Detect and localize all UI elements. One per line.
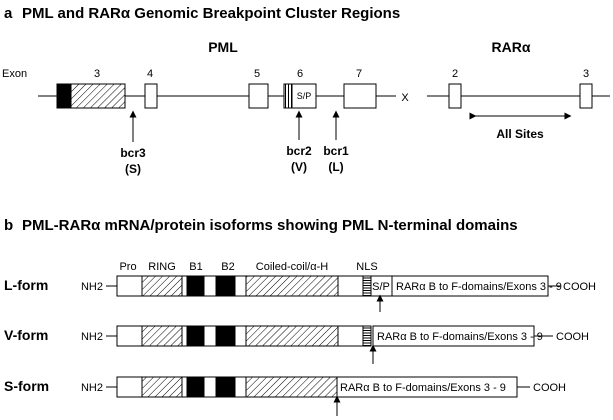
rara-exon-3-label: 3 xyxy=(583,68,589,80)
pml-exon-4 xyxy=(144,83,158,109)
l-form-nls-domain xyxy=(362,275,372,297)
exon-label: Exon xyxy=(2,68,27,80)
bcr1-type-label: (L) xyxy=(328,160,343,174)
gene-rara-label: RARα xyxy=(492,39,531,55)
pml-exon-7-label: 7 xyxy=(356,68,362,80)
l-form-coiled-coil-domain xyxy=(245,275,339,297)
pml-exon-3-hatched-segment xyxy=(70,83,126,109)
s-form-coiled-coil-domain xyxy=(245,376,338,398)
domain-pro-label: Pro xyxy=(119,261,136,273)
v-form-cooh-label: COOH xyxy=(556,331,589,343)
pml-exon-6-stripe xyxy=(283,83,293,109)
pml-exon-3-black-segment xyxy=(56,83,72,109)
pml-exon-7 xyxy=(343,83,377,109)
v-form-nh2-label: NH2 xyxy=(81,331,103,343)
gene-pml-label: PML xyxy=(208,39,238,55)
pml-end-x-mark: X xyxy=(401,92,409,104)
domain-coiled-coil-label: Coiled-coil/α-H xyxy=(256,261,328,273)
rara-exon-2-label: 2 xyxy=(452,68,458,80)
bcr3-label: bcr3 xyxy=(120,146,146,160)
pml-exon-5 xyxy=(248,83,269,109)
bcr3-type-label: (S) xyxy=(125,162,141,176)
l-form-ring-domain xyxy=(141,275,183,297)
s-form-isoform: S-form NH2 RARα B to F-domains/Exons 3 -… xyxy=(4,376,566,416)
rara-exon-3 xyxy=(579,83,593,109)
s-form-b2-domain xyxy=(215,376,236,398)
bcr1-label: bcr1 xyxy=(323,144,349,158)
panel-a-title: PML and RARα Genomic Breakpoint Cluster … xyxy=(22,5,400,22)
l-form-rara-label: RARα B to F-domains/Exons 3 - 9 xyxy=(396,281,562,293)
v-form-rara-label: RARα B to F-domains/Exons 3 - 9 xyxy=(377,331,543,343)
s-form-label: S-form xyxy=(4,378,49,394)
l-form-nh2-label: NH2 xyxy=(81,281,103,293)
s-form-nh2-label: NH2 xyxy=(81,382,103,394)
bcr2-type-label: (V) xyxy=(291,160,307,174)
l-form-sp-label: S/P xyxy=(372,281,390,293)
s-form-ring-domain xyxy=(141,376,183,398)
panel-b: b PML-RARα mRNA/protein isoforms showing… xyxy=(4,217,596,416)
all-sites-label: All Sites xyxy=(496,127,544,141)
l-form-b1-domain xyxy=(186,275,205,297)
l-form-cooh-label: COOH xyxy=(563,281,596,293)
domain-ring-label: RING xyxy=(148,261,176,273)
panel-a: a PML and RARα Genomic Breakpoint Cluste… xyxy=(2,5,610,176)
s-form-rara-label: RARα B to F-domains/Exons 3 - 9 xyxy=(340,382,506,394)
v-form-b1-domain xyxy=(186,325,205,347)
domain-b2-label: B2 xyxy=(221,261,234,273)
l-form-label: L-form xyxy=(4,277,48,293)
pml-exon-3-label: 3 xyxy=(94,68,100,80)
pml-exon-5-label: 5 xyxy=(254,68,260,80)
domain-nls-label: NLS xyxy=(356,261,377,273)
s-form-cooh-label: COOH xyxy=(533,382,566,394)
v-form-label: V-form xyxy=(4,327,48,343)
domain-b1-label: B1 xyxy=(189,261,202,273)
v-form-nls-domain xyxy=(362,325,372,347)
l-form-b2-domain xyxy=(215,275,236,297)
pml-exon-6-label: 6 xyxy=(297,68,303,80)
bcr2-label: bcr2 xyxy=(286,144,312,158)
pml-exon-4-label: 4 xyxy=(147,68,153,80)
panel-b-title: PML-RARα mRNA/protein isoforms showing P… xyxy=(22,217,518,234)
v-form-b2-domain xyxy=(215,325,236,347)
pml-exon-6-sp-label: S/P xyxy=(297,91,312,101)
panel-a-letter: a xyxy=(4,5,13,22)
v-form-isoform: V-form NH2 RARα B to F-domains/Exons 3 -… xyxy=(4,325,589,364)
pml-exon-6-sp xyxy=(291,83,317,109)
v-form-coiled-coil-domain xyxy=(245,325,339,347)
l-form-isoform: L-form NH2 S/P RARα B to F-domains/Exons… xyxy=(4,275,596,312)
s-form-b1-domain xyxy=(186,376,205,398)
rara-exon-2 xyxy=(448,83,462,109)
panel-b-letter: b xyxy=(4,217,13,234)
v-form-ring-domain xyxy=(141,325,183,347)
